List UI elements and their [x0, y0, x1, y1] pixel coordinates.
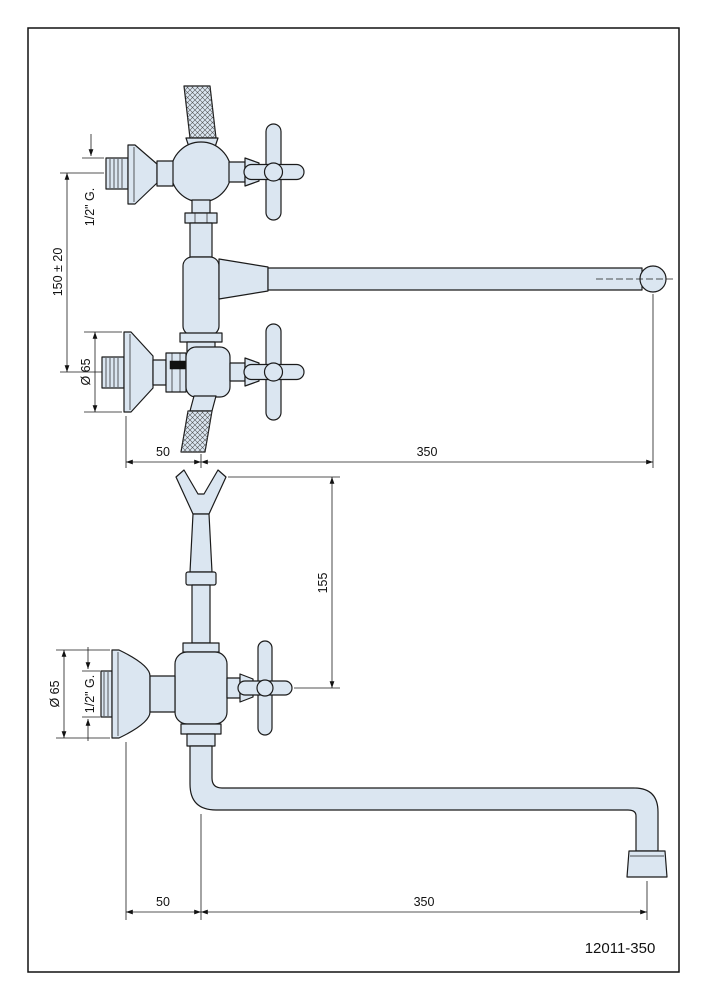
shower-hose-top — [183, 85, 219, 154]
wall-offset-label: 50 — [156, 895, 170, 909]
collar-nut — [184, 212, 218, 224]
spout-reach-label: 350 — [417, 445, 438, 459]
cross-handle-side — [226, 640, 293, 736]
diverter-ball — [170, 141, 232, 203]
center-distance-label: 150 ± 20 — [51, 248, 65, 297]
body-column — [182, 256, 220, 336]
side-view-dimensions: 155 Ø 65 1/2" G. 50 350 — [48, 476, 648, 920]
wall-flange-bottom — [123, 331, 154, 413]
shower-fork — [175, 469, 227, 644]
wall-connection-bottom — [101, 331, 189, 413]
flange-body-connector-side — [149, 675, 176, 713]
threaded-nipple-side — [100, 670, 113, 718]
valve-body-side — [174, 642, 228, 747]
handle-hub — [263, 362, 284, 382]
fork-stem — [189, 513, 213, 573]
front-view-dimensions: 150 ± 20 1/2" G. Ø 65 50 350 — [51, 134, 654, 468]
spout-tube — [267, 267, 643, 291]
flange-body-connector-top — [156, 160, 174, 187]
hex-nut — [165, 352, 187, 393]
wall-connection-top — [105, 144, 174, 205]
fork-neck — [191, 584, 211, 644]
fork-collar — [185, 571, 217, 586]
side-view: 155 Ø 65 1/2" G. 50 350 — [48, 469, 668, 920]
spout-cone — [218, 258, 269, 300]
spout-tube — [189, 745, 659, 852]
seal-band — [169, 360, 189, 370]
spout-side — [189, 745, 668, 878]
thread-size-label: 1/2" G. — [83, 675, 97, 713]
drawing-frame — [27, 27, 680, 973]
valve-body-front — [185, 346, 231, 398]
hose-nut — [189, 395, 217, 412]
shower-hose-bottom — [180, 395, 217, 453]
spout-outlet — [626, 850, 668, 878]
flange-diameter-label: Ø 65 — [48, 680, 62, 707]
threaded-nipple-top — [105, 157, 129, 190]
threaded-nipple-bottom — [101, 356, 125, 389]
front-view: 150 ± 20 1/2" G. Ø 65 50 350 — [51, 85, 674, 468]
thread-size-label: 1/2" G. — [83, 188, 97, 226]
spout-front — [218, 258, 674, 300]
part-number: 12011-350 — [585, 940, 656, 957]
handle-hub — [263, 162, 284, 182]
cross-handle-bottom — [229, 323, 305, 421]
spout-reach-label: 350 — [414, 895, 435, 909]
fork-height-label: 155 — [316, 573, 330, 594]
wall-connection-side — [100, 649, 176, 739]
mixer-body-front — [179, 199, 223, 353]
body-shell — [174, 651, 228, 725]
handle-hub — [256, 679, 274, 697]
flange-diameter-label: Ø 65 — [79, 358, 93, 385]
handle-stem — [228, 161, 246, 183]
flange-body-connector-bottom — [152, 359, 167, 386]
wall-offset-label: 50 — [156, 445, 170, 459]
handle-stem — [229, 362, 246, 382]
wall-flange-top — [127, 144, 158, 205]
cross-handle-top — [228, 123, 305, 221]
